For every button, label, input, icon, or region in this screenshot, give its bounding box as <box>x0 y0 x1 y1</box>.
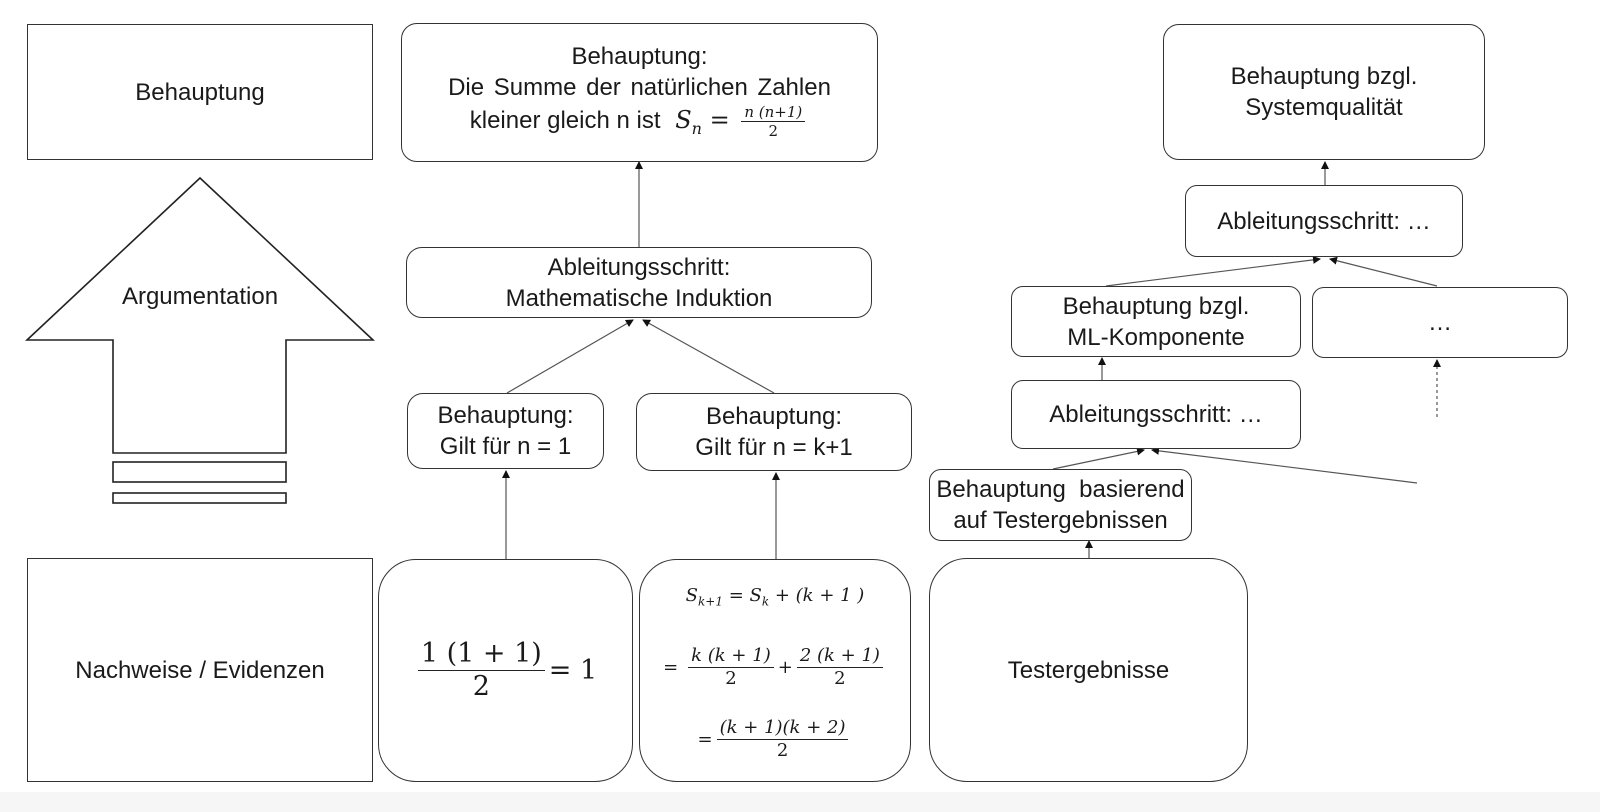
sum-formula: Sn = n (n+1) 2 <box>675 103 809 140</box>
math-claim-base-box: Behauptung: Gilt für n = 1 <box>407 393 604 469</box>
legend-argumentation-label: Argumentation <box>121 283 279 310</box>
evidence-base-rhs: = 1 <box>548 655 598 686</box>
evidence-base-fraction: 1 (1 + 1) 2 <box>417 638 545 704</box>
bottom-band <box>0 792 1600 812</box>
formula-lhs: S <box>675 106 692 135</box>
line2-frac1-num: k (k + 1) <box>688 645 774 668</box>
formula-den: 2 <box>768 122 779 141</box>
line1-lhs-sub: k+1 <box>698 594 723 609</box>
formula-num: n (n+1) <box>741 103 806 123</box>
line3-eq: = <box>697 728 713 750</box>
line2-frac2-num: 2 (k + 1) <box>796 645 883 668</box>
math-top-claim-line1: Die Summe der natürlichen Zahlen <box>448 74 831 102</box>
evidence-step-line3: = (k + 1)(k + 2) 2 <box>698 717 853 761</box>
arrow-tests-claim-to-derivation <box>1052 447 1145 470</box>
line3-den: 2 <box>776 739 789 761</box>
line3-frac: (k + 1)(k + 2) 2 <box>716 717 849 761</box>
math-claim-step-title: Behauptung: <box>705 403 843 430</box>
math-top-claim-title: Behauptung: <box>571 43 708 71</box>
system-evidence-tests-text: Testergebnisse <box>1007 656 1170 684</box>
formula-fraction: n (n+1) 2 <box>741 103 806 141</box>
evidence-base-num: 1 (1 + 1) <box>417 638 545 671</box>
system-derivation-top-box: Ableitungsschritt: … <box>1185 185 1463 257</box>
system-evidence-tests-box: Testergebnisse <box>929 558 1248 782</box>
formula-eq: = <box>709 106 730 135</box>
system-top-claim-box: Behauptung bzgl. Systemqualität <box>1163 24 1485 160</box>
formula-lhs-sub: n <box>691 118 702 138</box>
line3-num: (k + 1)(k + 2) <box>716 717 849 740</box>
math-derivation-text: Mathematische Induktion <box>505 284 773 312</box>
legend-evidence-label: Nachweise / Evidenzen <box>75 656 325 684</box>
system-claim-tests-line2: auf Testergebnissen <box>953 507 1168 534</box>
math-evidence-step-box: Sk+1 = Sk + (k + 1 ) = k (k + 1) 2 + 2 (… <box>639 559 911 782</box>
line1-mid: = S <box>728 584 762 606</box>
legend-claim-box: Behauptung <box>27 24 373 160</box>
line1-rhs: + (k + 1 ) <box>774 584 865 606</box>
system-top-claim-line2: Systemqualität <box>1245 94 1403 121</box>
system-claim-ml-box: Behauptung bzgl. ML-Komponente <box>1011 286 1301 357</box>
math-claim-step-text: Gilt für n = k+1 <box>695 434 853 461</box>
system-claim-ml-line1: Behauptung bzgl. <box>1062 292 1250 320</box>
evidence-step-line2: = k (k + 1) 2 + 2 (k + 1) 2 <box>663 645 887 689</box>
arrow-external-to-derivation <box>1151 446 1418 484</box>
math-derivation-box: Ableitungsschritt: Mathematische Indukti… <box>406 247 872 318</box>
system-claim-tests-box: Behauptung basierend auf Testergebnissen <box>929 469 1192 541</box>
arrow-base-bar-2 <box>112 492 287 504</box>
argumentation-arrow-shape <box>24 176 376 454</box>
evidence-base-formula: 1 (1 + 1) 2 = 1 <box>414 638 597 704</box>
evidence-step-line1: Sk+1 = Sk + (k + 1 ) <box>686 580 865 618</box>
arrow-base-to-derivation <box>506 319 634 394</box>
math-claim-step-box: Behauptung: Gilt für n = k+1 <box>636 393 912 471</box>
evidence-base-den: 2 <box>472 671 490 702</box>
system-claim-ml-line2: ML-Komponente <box>1067 323 1245 351</box>
math-top-claim-line2-text: kleiner gleich n ist <box>469 107 661 135</box>
line1-mid-sub: k <box>761 594 770 609</box>
legend-evidence-box: Nachweise / Evidenzen <box>27 558 373 782</box>
math-claim-base-title: Behauptung: <box>437 402 574 429</box>
system-derivation-ml-box: Ableitungsschritt: … <box>1011 380 1301 449</box>
legend-claim-label: Behauptung <box>135 78 265 106</box>
system-claim-tests-line1: Behauptung basierend <box>936 476 1185 503</box>
system-claim-other-text: … <box>1428 309 1452 336</box>
math-top-claim-line2: kleiner gleich n ist Sn = n (n+1) 2 <box>470 103 810 144</box>
arrow-base-bar-1 <box>112 461 287 483</box>
system-derivation-ml-text: Ableitungsschritt: … <box>1049 401 1263 428</box>
arrow-ml-to-derivation <box>1105 255 1321 287</box>
math-evidence-base-box: 1 (1 + 1) 2 = 1 <box>378 559 633 782</box>
arrow-other-to-derivation <box>1329 256 1438 287</box>
system-claim-other-box: … <box>1312 287 1568 358</box>
line2-eq: = <box>663 656 679 678</box>
system-top-claim-line1: Behauptung bzgl. <box>1230 63 1418 90</box>
system-derivation-top-text: Ableitungsschritt: … <box>1217 207 1431 235</box>
math-derivation-title: Ableitungsschritt: <box>547 253 731 281</box>
line2-frac1-den: 2 <box>725 667 737 689</box>
line2-frac2: 2 (k + 1) 2 <box>796 645 883 689</box>
line1-lhs: S <box>685 584 698 606</box>
math-top-claim-box: Behauptung: Die Summe der natürlichen Za… <box>401 23 878 162</box>
line2-plus: + <box>777 656 793 678</box>
math-claim-base-text: Gilt für n = 1 <box>439 433 572 460</box>
line2-frac2-den: 2 <box>834 667 846 689</box>
arrow-step-to-derivation <box>642 319 775 394</box>
line2-frac1: k (k + 1) 2 <box>688 645 774 689</box>
